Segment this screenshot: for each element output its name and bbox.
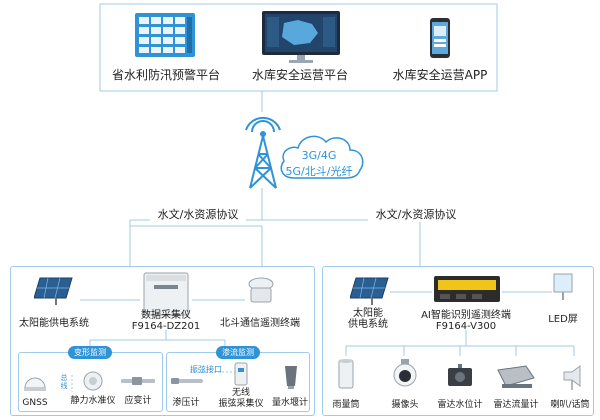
weir-label: 量水堰计 [271,398,308,408]
wireless-collector-icon [234,362,248,386]
weir-gauge-icon [285,366,297,389]
deformation-group-title: 变形监测 [68,346,112,359]
led-label: LED屏 [548,314,578,325]
wireless-line2: 振弦采集仪 [218,399,264,409]
static-level-label: 静力水准仪 [70,396,116,406]
ai-terminal-model: F9164-V300 [435,321,497,332]
left-station-panel [10,266,315,416]
protocol-right-label: 水文/水资源协议 [368,206,464,222]
radar-level-label: 雷达水位计 [437,400,483,410]
piezometer-icon [171,378,203,384]
beidou-label: 北斗通信遥测终端 [220,318,300,329]
right-solar-panel-icon [350,277,389,305]
vw-port-label: 振弦接口 [190,365,222,374]
platform2-label: 水库安全运营平台 [251,68,348,82]
network-line1: 3G/4G [301,149,337,162]
protocol-left-label: 水文/水资源协议 [150,206,246,222]
radar-level-icon [448,364,472,386]
signal-tower-icon [245,116,281,189]
radar-flow-label: 雷达流量计 [493,400,539,410]
right-solar-line1: 太阳能 [353,308,383,319]
left-solar-label: 太阳能供电系统 [19,318,89,329]
right-solar-line2: 供电系统 [348,319,388,330]
ai-terminal-icon [434,276,500,302]
platform3-label: 水库安全运营APP [392,68,488,82]
right-station-panel [322,266,594,416]
solar-panel-icon [34,277,73,305]
strain-label: 应变计 [124,396,152,406]
wireless-line1: 无线 [231,388,250,398]
collector-name: 数据采集仪 [141,310,191,321]
static-level-icon [83,371,103,391]
camera-icon [393,359,417,387]
ai-terminal-name: AI智能识别遥测终端 [421,310,511,321]
cloud-icon [280,135,364,179]
speaker-label: 喇叭/话筒 [550,400,590,410]
dashboard-grid-icon [135,13,195,57]
collector-model: F9164-DZ201 [131,321,201,332]
network-line2: 5G/北斗/光纤 [285,165,353,178]
data-collector-icon [143,272,189,316]
radar-flow-icon [497,365,535,388]
rain-label: 雨量筒 [332,400,360,410]
platform1-label: 省水利防汛预警平台 [111,68,220,82]
beidou-terminal-icon [248,277,274,303]
rain-gauge-icon [338,359,354,389]
led-screen-icon [553,273,573,300]
piezometer-label: 渗压计 [172,398,200,408]
camera-label: 摄像头 [391,400,419,410]
speaker-icon [563,365,581,390]
bus-label: 总线 [60,374,68,390]
gnss-label: GNSS [22,398,48,408]
monitor-map-icon [262,11,340,63]
gnss-antenna-icon [24,377,46,391]
strain-gauge-icon [121,377,155,385]
mobile-phone-icon [430,18,450,58]
seepage-group-title: 渗流监测 [216,346,260,359]
